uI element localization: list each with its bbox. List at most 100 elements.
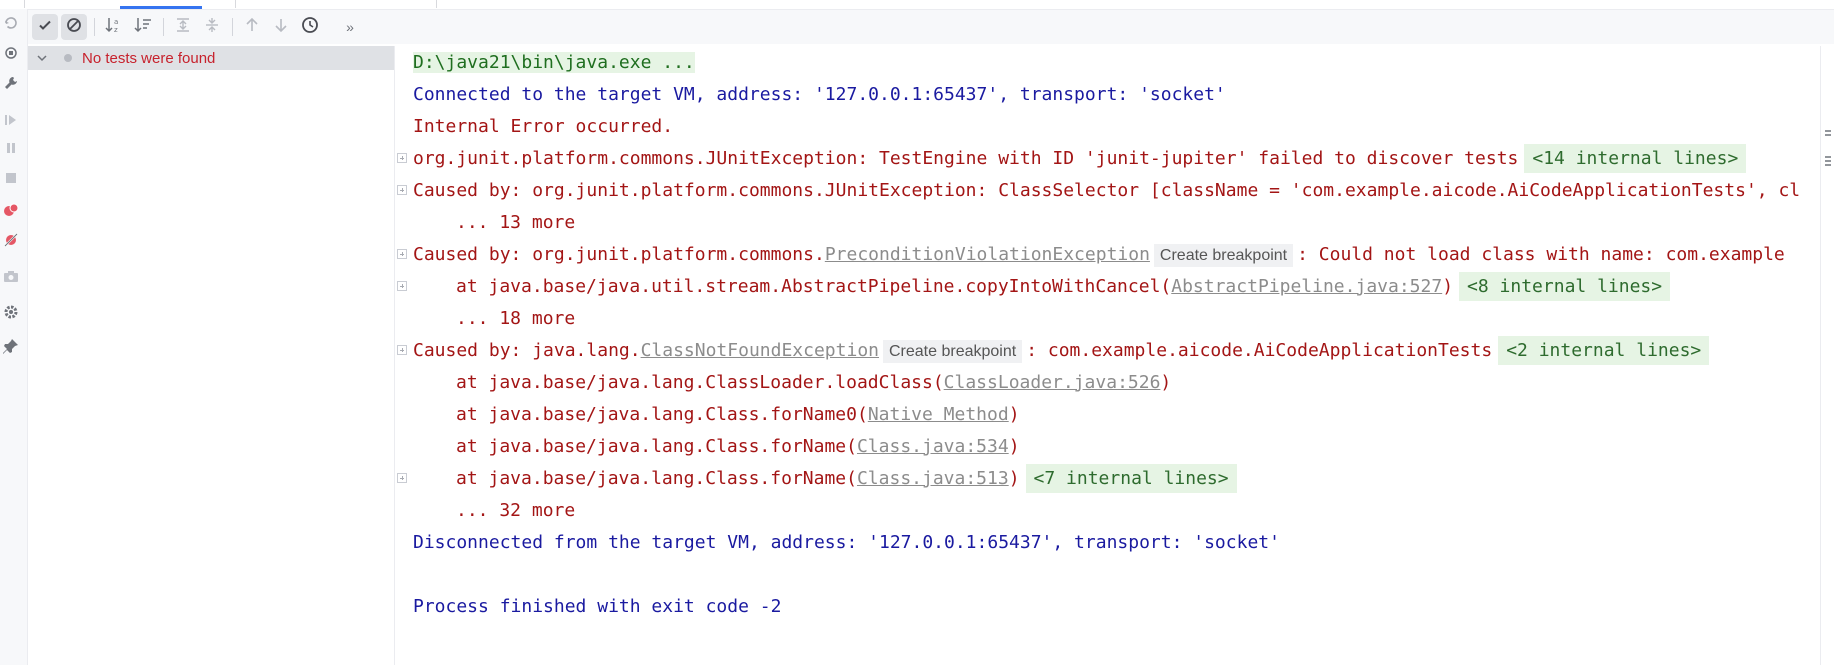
console-line: org.junit.platform.commons.JUnitExceptio… bbox=[396, 142, 1747, 174]
console-text-segment: ) bbox=[1008, 467, 1020, 489]
wrench-icon[interactable] bbox=[0, 72, 22, 94]
console-text: Caused by: org.junit.platform.commons.JU… bbox=[413, 179, 1801, 201]
show-passed-button[interactable] bbox=[32, 14, 58, 40]
tab-strip bbox=[0, 0, 1834, 10]
console-right-gutter bbox=[1820, 46, 1834, 665]
internal-lines-fold[interactable]: <2 internal lines> bbox=[1498, 335, 1710, 365]
source-link[interactable]: ClassLoader.java:526 bbox=[943, 371, 1161, 393]
source-link[interactable]: Class.java:513 bbox=[856, 467, 1009, 489]
console-text-segment: ) bbox=[1442, 275, 1454, 297]
resume-icon[interactable] bbox=[0, 109, 22, 131]
show-passed-icon bbox=[37, 17, 53, 38]
test-tree-root[interactable]: No tests were found bbox=[28, 46, 394, 70]
test-status-icon bbox=[64, 54, 72, 62]
sort-by-duration-button[interactable] bbox=[130, 14, 156, 40]
more-icon: » bbox=[346, 19, 354, 35]
console-text: ... 32 more bbox=[456, 499, 576, 521]
pin-icon[interactable] bbox=[0, 335, 22, 357]
console-text-segment: at java.base/java.lang.Class.forName0( bbox=[456, 403, 868, 425]
exception-link[interactable]: ClassNotFoundException bbox=[640, 339, 879, 361]
internal-lines-fold[interactable]: <8 internal lines> bbox=[1459, 271, 1671, 301]
console-line: Disconnected from the target VM, address… bbox=[396, 526, 1280, 558]
show-ignored-icon bbox=[66, 17, 82, 38]
console-line: Connected to the target VM, address: '12… bbox=[396, 78, 1226, 110]
console-text-segment: ) bbox=[1008, 403, 1020, 425]
internal-lines-fold[interactable]: <14 internal lines> bbox=[1524, 143, 1747, 173]
fold-toggle-icon[interactable] bbox=[397, 153, 407, 163]
fold-toggle-icon[interactable] bbox=[397, 249, 407, 259]
more-actions-button[interactable]: » bbox=[337, 14, 363, 40]
console-line: ... 32 more bbox=[396, 494, 575, 526]
console-line: Internal Error occurred. bbox=[396, 110, 673, 142]
tab-divider bbox=[235, 0, 236, 8]
expand-all-icon bbox=[175, 17, 191, 38]
console-text-segment: at java.base/java.lang.Class.forName( bbox=[456, 467, 857, 489]
source-link[interactable]: Class.java:534 bbox=[856, 435, 1009, 457]
console-line: at java.base/java.util.stream.AbstractPi… bbox=[396, 270, 1671, 302]
console-output[interactable]: D:\java21\bin\java.exe ... Connected to … bbox=[396, 46, 1820, 665]
collapse-all-icon bbox=[204, 17, 220, 38]
console-text: Process finished with exit code -2 bbox=[413, 595, 782, 617]
previous-failed-button[interactable] bbox=[239, 14, 265, 40]
console-text: org.junit.platform.commons.JUnitExceptio… bbox=[413, 147, 1519, 169]
console-line: ... 18 more bbox=[396, 302, 575, 334]
view-breakpoints-icon[interactable] bbox=[0, 199, 22, 221]
console-text: Internal Error occurred. bbox=[413, 115, 674, 137]
source-link[interactable]: AbstractPipeline.java:527 bbox=[1171, 275, 1443, 297]
console-text-segment: at java.base/java.lang.Class.forName( bbox=[456, 435, 857, 457]
rerun-failed-icon[interactable] bbox=[0, 42, 22, 64]
collapse-all-button[interactable] bbox=[199, 14, 225, 40]
scroll-marker-icon[interactable] bbox=[1823, 154, 1833, 168]
source-link[interactable]: Native Method bbox=[867, 403, 1009, 425]
toolbar-separator bbox=[94, 18, 95, 36]
console-line: at java.base/java.lang.Class.forName0(Na… bbox=[396, 398, 1020, 430]
internal-lines-fold[interactable]: <7 internal lines> bbox=[1025, 463, 1237, 493]
svg-text:z: z bbox=[114, 26, 118, 34]
console-line: ... 13 more bbox=[396, 206, 575, 238]
test-history-icon bbox=[301, 16, 319, 39]
chevron-down-icon[interactable] bbox=[36, 52, 50, 64]
mute-breakpoints-icon[interactable] bbox=[0, 229, 22, 251]
fold-toggle-icon[interactable] bbox=[397, 345, 407, 355]
console-line: Process finished with exit code -2 bbox=[396, 590, 781, 622]
show-ignored-button[interactable] bbox=[61, 14, 87, 40]
exception-link[interactable]: PreconditionViolationException bbox=[824, 243, 1150, 265]
next-failed-icon bbox=[273, 17, 289, 38]
fold-toggle-icon[interactable] bbox=[397, 473, 407, 483]
console-text: at java.base/java.lang.Class.forName(Cla… bbox=[456, 468, 1020, 489]
create-breakpoint-button[interactable]: Create breakpoint bbox=[1153, 243, 1294, 267]
fold-toggle-icon[interactable] bbox=[397, 281, 407, 291]
camera-icon[interactable] bbox=[0, 265, 22, 287]
settings-gear-icon[interactable] bbox=[0, 301, 22, 323]
console-line: at java.base/java.lang.Class.forName(Cla… bbox=[396, 430, 1020, 462]
command-line-text[interactable]: D:\java21\bin\java.exe ... bbox=[413, 51, 695, 73]
console-text-segment: ) bbox=[1008, 435, 1020, 457]
stop-icon[interactable] bbox=[0, 167, 22, 189]
test-history-button[interactable] bbox=[297, 14, 323, 40]
scroll-marker-icon[interactable] bbox=[1823, 126, 1833, 140]
console-line: D:\java21\bin\java.exe ... bbox=[396, 46, 695, 78]
console-text: at java.base/java.lang.Class.forName(Cla… bbox=[456, 436, 1020, 457]
expand-all-button[interactable] bbox=[170, 14, 196, 40]
sort-by-duration-icon bbox=[134, 16, 152, 39]
console-text: Disconnected from the target VM, address… bbox=[413, 531, 1280, 553]
tab-divider bbox=[436, 0, 437, 8]
create-breakpoint-button[interactable]: Create breakpoint bbox=[883, 339, 1023, 363]
toolbar-separator bbox=[163, 18, 164, 36]
console-text: Caused by: java.lang.ClassNotFoundExcept… bbox=[413, 339, 1492, 363]
next-failed-button[interactable] bbox=[268, 14, 294, 40]
console-line: at java.base/java.lang.Class.forName(Cla… bbox=[396, 462, 1237, 494]
console-line: Caused by: java.lang.ClassNotFoundExcept… bbox=[396, 334, 1710, 366]
console-text-segment: at java.base/java.util.stream.AbstractPi… bbox=[456, 275, 1172, 297]
active-tab-indicator bbox=[120, 6, 202, 9]
console-text: at java.base/java.lang.Class.forName0(Na… bbox=[456, 404, 1020, 425]
pause-icon[interactable] bbox=[0, 137, 22, 159]
rerun-icon[interactable] bbox=[0, 12, 22, 34]
test-tree-root-label: No tests were found bbox=[82, 49, 216, 67]
fold-toggle-icon[interactable] bbox=[397, 185, 407, 195]
console-line: at java.base/java.lang.ClassLoader.loadC… bbox=[396, 366, 1171, 398]
previous-failed-icon bbox=[244, 17, 260, 38]
